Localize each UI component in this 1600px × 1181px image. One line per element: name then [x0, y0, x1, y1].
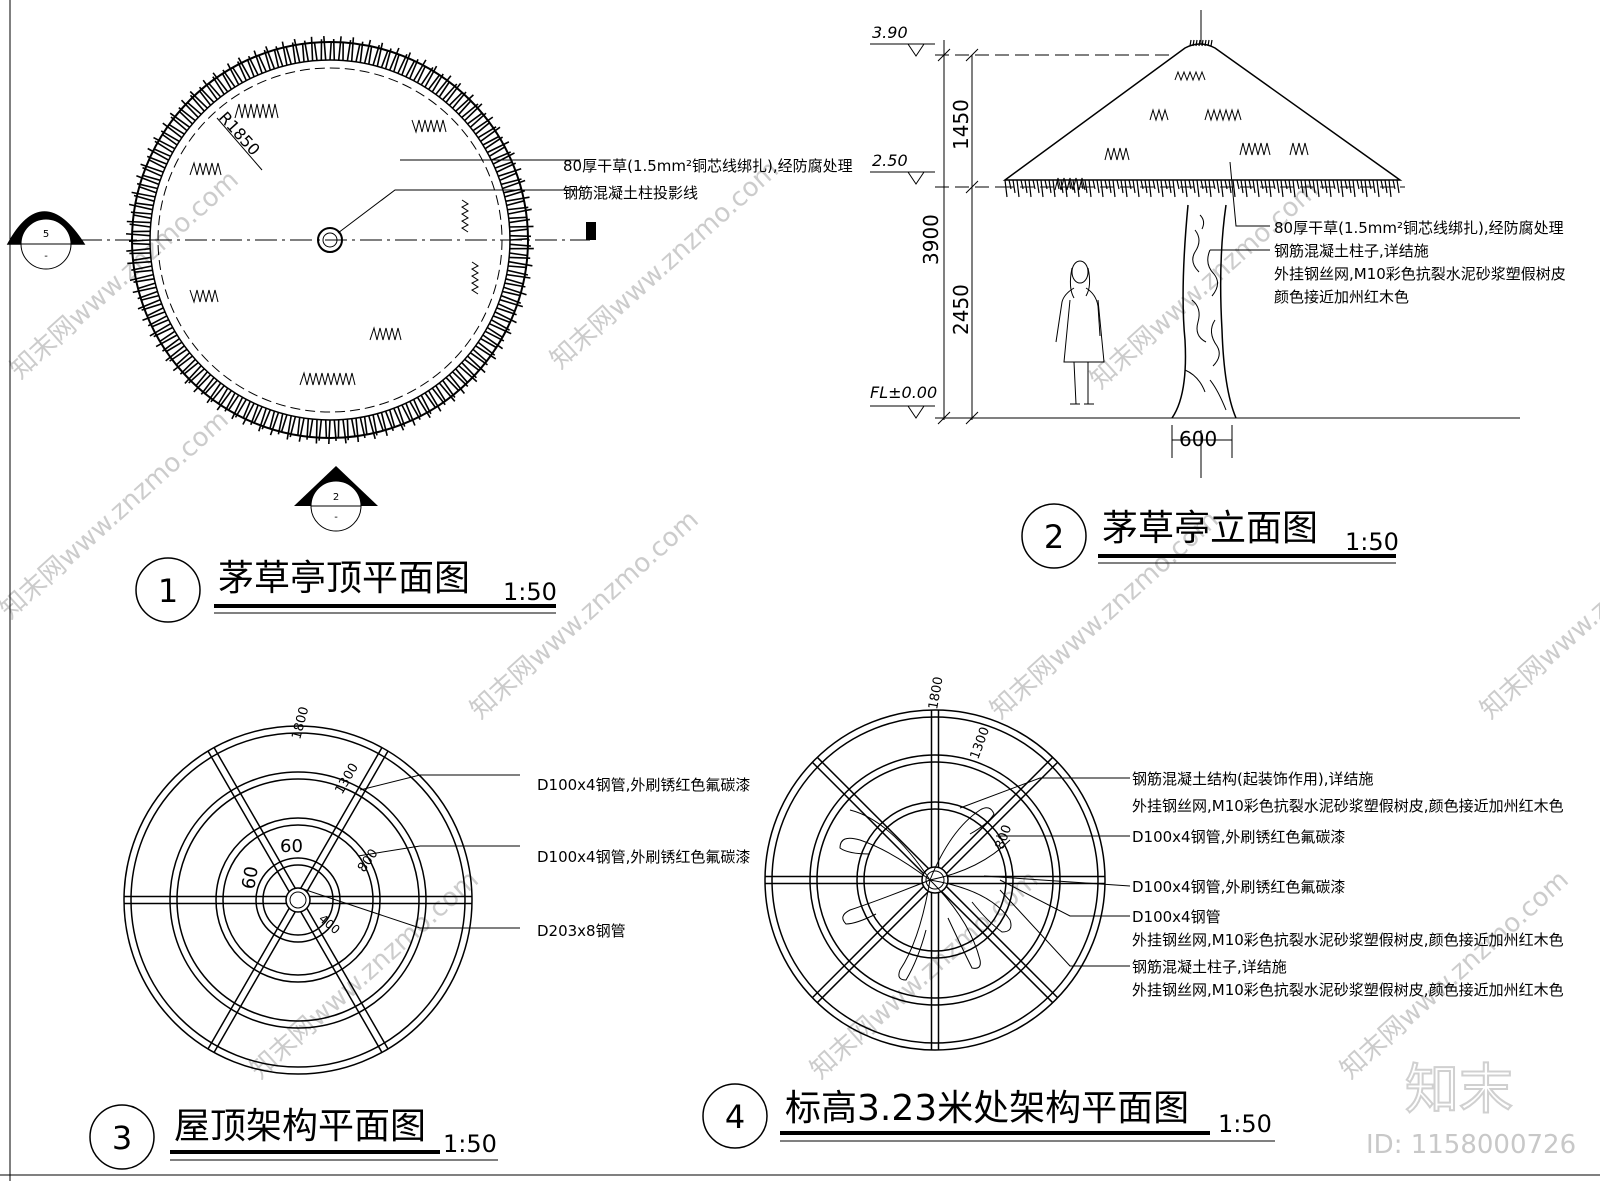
- base-width-dim: 600: [1179, 427, 1217, 451]
- dim-1800: 1800: [926, 675, 947, 710]
- title-number-circle: [135, 557, 201, 623]
- dim-800: 800: [355, 846, 382, 875]
- elevation-drawing: 3.90 2.50 FL±0.00 1450 3900 2450: [870, 10, 1566, 569]
- column-inner-circle: [322, 232, 338, 248]
- title-number: 1: [158, 572, 178, 610]
- frame-plan-323: 1800 1300 800 钢筋混凝土结构(起装饰作用),详结施 外挂钢丝网,M…: [702, 675, 1564, 1149]
- elevation-note-2: 钢筋混凝土柱子,详结施: [1274, 242, 1429, 260]
- frame-callout-2: 外挂钢丝网,M10彩色抗裂水泥砂浆塑假树皮,颜色接近加州红木色: [1132, 797, 1564, 815]
- frame-callout-4: D100x4钢管,外刷锈红色氟碳漆: [1132, 878, 1345, 896]
- section-dash-bottom: -: [334, 512, 338, 523]
- watermark-text: 知末网www.znzmo.com: [5, 165, 245, 385]
- frame-callout-6: 外挂钢丝网,M10彩色抗裂水泥砂浆塑假树皮,颜色接近加州红木色: [1132, 931, 1564, 949]
- dimension-chain: [935, 40, 1520, 425]
- watermark-text: 知末网www.znzmo.com: [245, 865, 485, 1085]
- frame-callout-2: D100x4钢管,外刷锈红色氟碳漆: [537, 848, 750, 866]
- callout-leader-1: [359, 774, 520, 791]
- brand-logo-text: 知末: [1405, 1058, 1513, 1121]
- title-number: 2: [1044, 518, 1064, 556]
- watermark-text: 知末网www.znzmo.com: [1475, 505, 1600, 725]
- section-number-bottom: 2: [333, 492, 339, 503]
- frame-callout-5: D100x4钢管: [1132, 908, 1221, 926]
- frame-callout-3: D100x4钢管,外刷锈红色氟碳漆: [1132, 828, 1345, 846]
- roof-straw-marks: [1054, 70, 1309, 191]
- base-dimension: [1171, 425, 1233, 478]
- callout-leader-2: [337, 189, 580, 234]
- watermark-text: 知末网www.znzmo.com: [465, 505, 705, 725]
- frame-callout-8: 外挂钢丝网,M10彩色抗裂水泥砂浆塑假树皮,颜色接近加州红木色: [1132, 981, 1564, 999]
- thatch-roof-outline: [1002, 43, 1403, 181]
- title-number: 4: [725, 1098, 745, 1136]
- title-text: 屋顶架构平面图: [174, 1106, 426, 1147]
- title-text: 标高3.23米处架构平面图: [785, 1088, 1189, 1129]
- elevation-note-1: 80厚干草(1.5mm²铜芯线绑扎),经防腐处理: [1274, 219, 1564, 237]
- level-top: 3.90: [872, 23, 908, 42]
- watermark-text: 知末网www.znzmo.com: [1335, 865, 1575, 1085]
- title-number-circle: [89, 1104, 155, 1170]
- dim-total-height: 3900: [919, 214, 943, 265]
- section-dash-left: -: [44, 251, 48, 262]
- title-scale: 1:50: [443, 1130, 497, 1158]
- thatch-callout: 80厚干草(1.5mm²铜芯线绑扎),经防腐处理: [563, 157, 853, 175]
- callout-leaders: [959, 777, 1131, 967]
- roof-plan-drawing: R1850 80厚干草(1.5mm²铜芯线绑扎),经防腐处理 钢筋混凝土柱投影线…: [6, 36, 853, 623]
- section-number-left: 5: [43, 229, 49, 240]
- section-marker-left: 5 -: [6, 211, 86, 270]
- level-floor: FL±0.00: [870, 383, 937, 402]
- title-scale: 1:50: [1345, 528, 1399, 556]
- frame-callout-1: 钢筋混凝土结构(起装饰作用),详结施: [1132, 770, 1373, 788]
- straw-hatch-marks: [189, 103, 479, 386]
- decorative-branches: [839, 807, 1012, 981]
- dim-800: 800: [993, 823, 1016, 851]
- radius-label: R1850: [215, 108, 264, 159]
- title-number-circle: [702, 1083, 768, 1149]
- frame-rings-and-spokes: [123, 725, 473, 1075]
- column-projection-callout: 钢筋混凝土柱投影线: [563, 184, 698, 202]
- bark-texture: [1184, 214, 1227, 411]
- dim-column-height: 2450: [949, 284, 973, 335]
- level-eave: 2.50: [872, 151, 908, 170]
- title-number: 3: [112, 1119, 132, 1157]
- frame-callout-1: D100x4钢管,外刷锈红色氟碳漆: [537, 776, 750, 794]
- watermark-text: 知末网www.znzmo.com: [1085, 175, 1325, 395]
- angle-60-left: 60: [238, 865, 263, 891]
- title-scale: 1:50: [1218, 1110, 1272, 1138]
- frame-callout-3: D203x8钢管: [537, 922, 626, 940]
- section-marker-bottom: 2 -: [294, 466, 378, 532]
- angle-60-top: 60: [280, 836, 303, 857]
- watermark-text: 知末网www.znzmo.com: [805, 865, 1045, 1085]
- frame-rings-and-spokes: [764, 709, 1106, 1051]
- column-trunk: [1171, 204, 1237, 419]
- title-text: 茅草亭顶平面图: [218, 558, 470, 599]
- radius-dim-line: [216, 117, 263, 171]
- callout-leader-3: [299, 887, 520, 929]
- dim-1800: 1800: [289, 705, 312, 741]
- frame-dims: 1800 1300 800: [926, 675, 1015, 851]
- thatch-fringe: [126, 36, 534, 445]
- note-leader-1: [1229, 161, 1270, 227]
- elevation-note-4: 颜色接近加州红木色: [1274, 288, 1409, 306]
- elevation-note-3: 外挂钢丝网,M10彩色抗裂水泥砂浆塑假树皮: [1274, 265, 1566, 283]
- dim-1300: 1300: [968, 725, 993, 761]
- human-scale-figure: [1055, 260, 1105, 405]
- column-projection-circle: [317, 227, 343, 253]
- title-number-circle: [1021, 503, 1087, 569]
- roof-frame-plan: 1800 1300 800 400 60 60 D100x4钢管,外刷锈红色氟碳…: [89, 705, 750, 1170]
- title-text: 茅草亭立面图: [1102, 508, 1318, 549]
- section-arrow-right: [586, 222, 596, 240]
- dim-1300: 1300: [332, 761, 362, 797]
- callout-leader-2: [357, 845, 520, 857]
- asset-id: ID: 1158000726: [1366, 1130, 1576, 1160]
- level-markers: 3.90 2.50 FL±0.00: [870, 23, 937, 419]
- title-scale: 1:50: [503, 578, 557, 606]
- dim-400: 400: [316, 912, 343, 937]
- dim-roof-height: 1450: [949, 99, 973, 150]
- frame-callout-7: 钢筋混凝土柱子,详结施: [1132, 958, 1287, 976]
